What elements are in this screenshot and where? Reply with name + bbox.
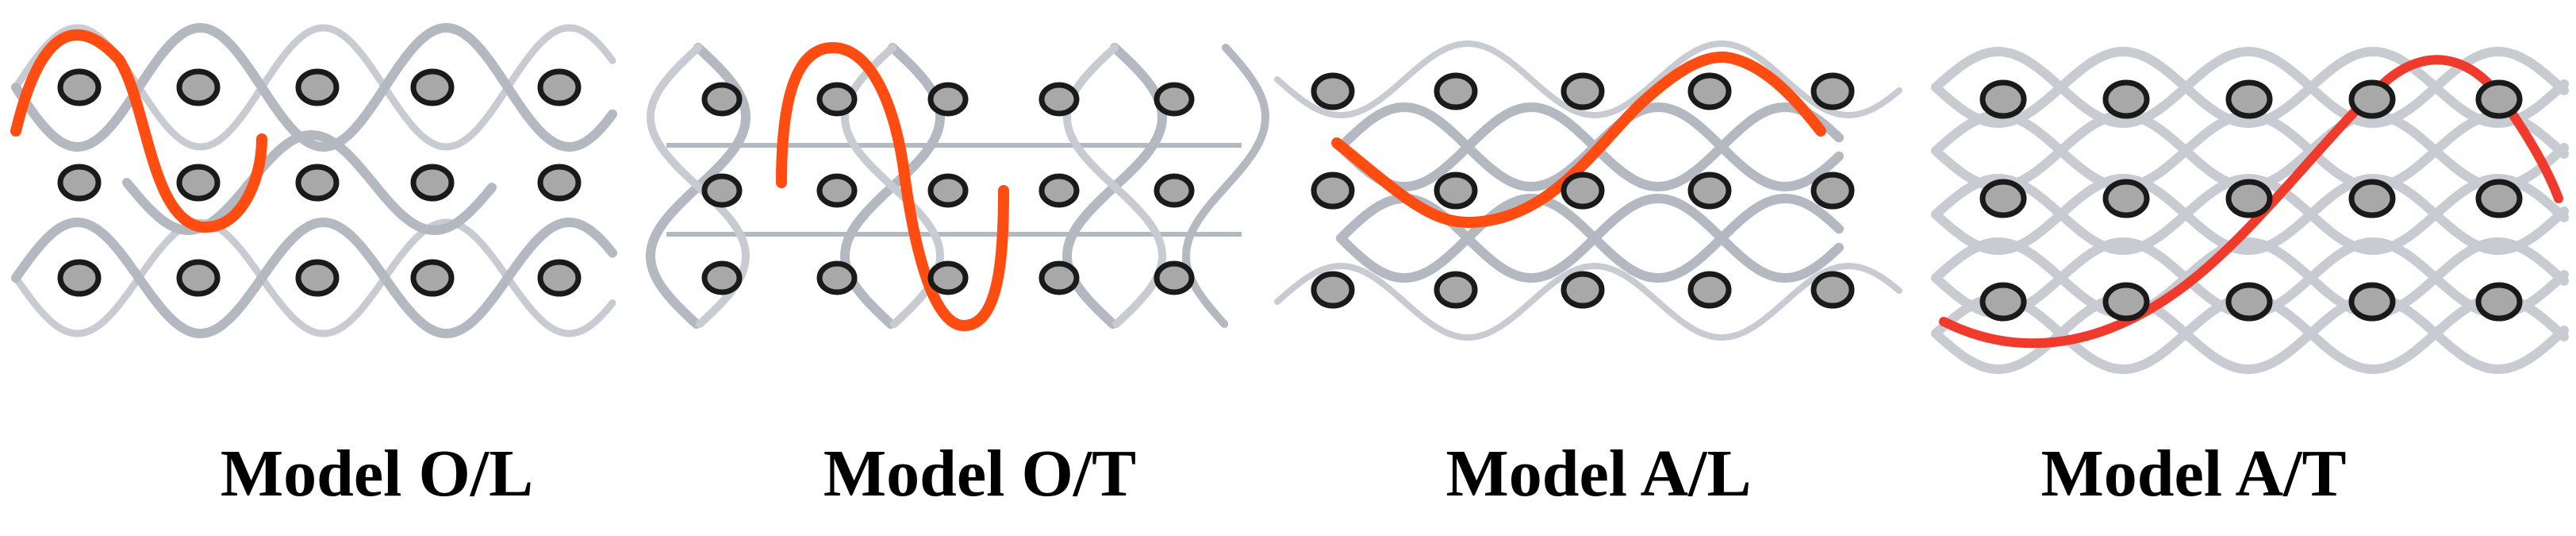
node-circle (1311, 72, 1355, 110)
node-circle (1687, 172, 1732, 210)
highlight-fiber (1331, 51, 1826, 229)
node-circle (2475, 79, 2523, 119)
node-circle (1311, 271, 1355, 309)
fiber-mesh (1931, 46, 2569, 129)
fiber-upper-b (1336, 102, 1844, 192)
label-model-at: Model A/T (2040, 437, 2347, 511)
node-circle (816, 260, 858, 295)
node-circle (2225, 179, 2273, 218)
node-circle (1154, 173, 1195, 208)
node-circle (1687, 271, 1732, 309)
fiber-mesh (1931, 173, 2569, 256)
label-model-al: Model A/L (1445, 437, 1752, 511)
node-circle (701, 82, 743, 117)
highlight-fiber (10, 29, 267, 233)
node-circle (2225, 79, 2273, 119)
node-circle (816, 173, 858, 208)
node-circle (1038, 82, 1080, 117)
node-circle (295, 68, 340, 106)
node-circle (1154, 260, 1195, 295)
node-circle (1810, 172, 1855, 210)
node-circle (2348, 79, 2396, 119)
node-circle (1434, 72, 1478, 110)
node-circle (176, 164, 221, 202)
fiber-bottom (11, 217, 617, 339)
node-circle (176, 68, 221, 106)
panel-model-at (1931, 46, 2569, 375)
node-circle (1810, 271, 1855, 309)
node-circle (2225, 282, 2273, 322)
node-circle (295, 259, 340, 297)
node-circle (410, 259, 455, 297)
node-circle (1979, 179, 2027, 218)
node-circle (1561, 72, 1605, 110)
node-circle (2475, 179, 2523, 218)
node-circle (537, 164, 582, 202)
node-circle (816, 82, 858, 117)
node-circle (176, 259, 221, 297)
node-circle (57, 68, 102, 106)
node-circle (1038, 173, 1080, 208)
node-circle (1979, 282, 2027, 322)
node-circle (410, 164, 455, 202)
panel-model-al (1274, 40, 1902, 341)
highlight-fiber (776, 41, 1009, 332)
fiber-mesh (1931, 237, 2569, 319)
node-circle (1154, 82, 1195, 117)
node-circle (57, 259, 102, 297)
node-circle (2102, 79, 2150, 119)
node-circle (2475, 282, 2523, 322)
node-circle (1810, 72, 1855, 110)
label-model-ol: Model O/L (220, 437, 534, 511)
label-model-ot: Model O/T (823, 437, 1137, 511)
node-circle (927, 173, 969, 208)
node-circle (2348, 179, 2396, 218)
fiber-bottom-light (12, 218, 616, 337)
panel-model-ot (645, 41, 1270, 332)
node-circle (2102, 282, 2150, 322)
fiber-upper-light (1274, 40, 1902, 119)
node-circle (1561, 172, 1605, 210)
node-circle (295, 164, 340, 202)
node-circle (1687, 72, 1732, 110)
node-circle (537, 259, 582, 297)
fiber-mesh (1931, 292, 2569, 375)
vertical-fiber (1181, 44, 1270, 328)
node-circle (927, 82, 969, 117)
node-circle (57, 164, 102, 202)
fiber-lower-b (1336, 193, 1844, 283)
fiber-lower-light (1274, 262, 1902, 341)
node-circle (2102, 179, 2150, 218)
node-circle (927, 260, 969, 295)
node-circle (701, 173, 743, 208)
fiber-mesh (1931, 173, 2569, 256)
node-circle (701, 260, 743, 295)
node-circle (1434, 172, 1478, 210)
fiber-top (11, 22, 617, 152)
node-circle (537, 68, 582, 106)
fiber-middle (122, 129, 497, 236)
node-circle (1561, 271, 1605, 309)
panel-model-ol (10, 22, 617, 339)
node-circle (1979, 79, 2027, 119)
node-circle (1038, 260, 1080, 295)
node-circle (1311, 172, 1355, 210)
node-circle (2348, 282, 2396, 322)
node-circle (410, 68, 455, 106)
node-circle (1434, 271, 1478, 309)
